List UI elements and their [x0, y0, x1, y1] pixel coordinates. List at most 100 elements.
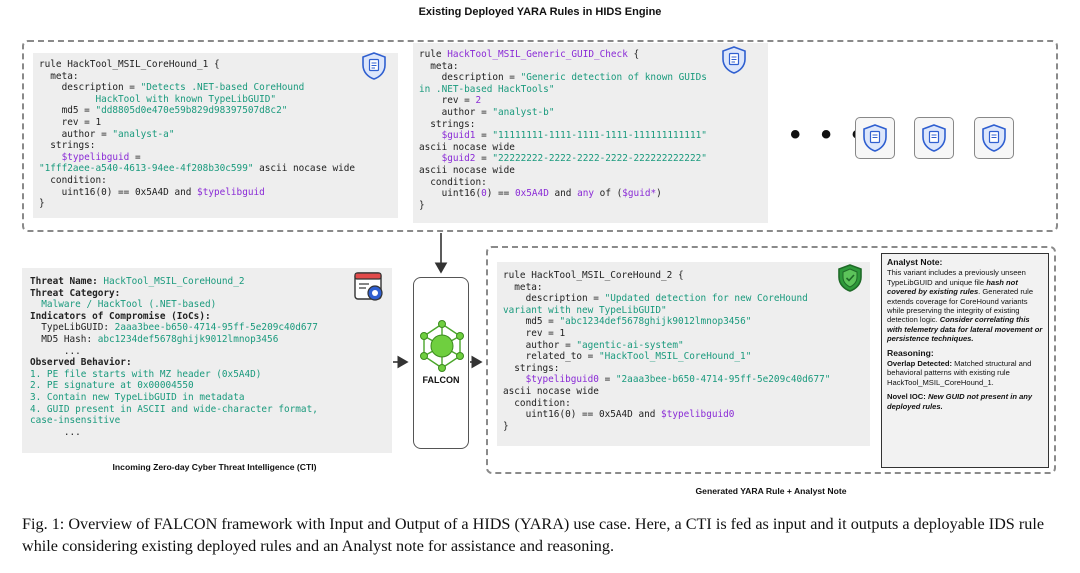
code-token: "1fff2aee-a540-4613-94ee-4f208b30c599" [39, 163, 254, 175]
code-line: $typelibguid0 = "2aaa3bee-b650-4714-95ff… [503, 374, 864, 386]
code-line: condition: [419, 177, 762, 189]
reasoning-overlap: Overlap Detected: Matched structural and… [887, 359, 1032, 387]
code-token: abc1234def5678ghijk9012lmnop3456 [97, 333, 279, 345]
code-token: $guid1 [419, 130, 476, 142]
code-line: 3. Contain new TypeLibGUID in metadata [30, 392, 384, 404]
code-line: rule HackTool_MSIL_Generic_GUID_Check { [419, 49, 762, 61]
code-line: meta: [39, 71, 392, 83]
code-line: md5 = "dd8805d0e470e59b829d98397507d8c2" [39, 105, 392, 117]
code-token: Malware / HackTool (.NET-based) [30, 299, 217, 311]
code-line: rev = 2 [419, 95, 762, 107]
code-line: $guid2 = "22222222-2222-2222-2222-222222… [419, 153, 762, 165]
code-token: = [475, 153, 493, 165]
code-token: uint16(0) == 0x5A4D and [39, 186, 198, 198]
reasoning-novel-ioc: Novel IOC: New GUID not present in any d… [887, 392, 1033, 411]
code-token: = [475, 130, 493, 142]
code-token: md5 = [39, 105, 96, 117]
code-token: variant with new TypeLibGUID" [503, 304, 667, 316]
code-line: ascii nocase wide [419, 165, 762, 177]
code-token: "11111111-1111-1111-1111-111111111111" [492, 130, 707, 142]
code-token: "agentic-ai-system" [576, 339, 684, 351]
code-token: = [129, 151, 141, 163]
verified-shield-icon [837, 264, 863, 297]
code-token: Observed Behavior: [30, 357, 132, 369]
code-line: variant with new TypeLibGUID" [503, 305, 864, 317]
code-token: description = [503, 293, 605, 305]
code-token: author = [419, 106, 493, 118]
code-line: HackTool with known TypeLibGUID" [39, 94, 392, 106]
code-token: ascii nocase wide [419, 141, 515, 153]
existing-rule-2: rule HackTool_MSIL_Generic_GUID_Check { … [413, 43, 768, 223]
code-line: 4. GUID present in ASCII and wide-charac… [30, 404, 384, 416]
code-token: 2aaa3bee-b650-4714-95ff-5e209c40d677 [114, 322, 318, 334]
code-line: strings: [39, 140, 392, 152]
code-token: ) [656, 188, 662, 200]
code-token: "2aaa3bee-b650-4714-95ff-5e209c40d677" [615, 374, 831, 386]
ellipsis-dots: • • • [790, 118, 869, 151]
code-line: } [419, 200, 762, 212]
analyst-note-body: This variant includes a previously unsee… [887, 268, 1043, 344]
threat-report-icon [353, 270, 387, 309]
existing-rules-title: Existing Deployed YARA Rules in HIDS Eng… [418, 6, 662, 18]
code-token: "abc1234def5678ghijk9012lmnop3456" [559, 316, 752, 328]
code-token: HackTool_MSIL_Generic_GUID_Check [447, 49, 628, 60]
code-token: condition: [39, 174, 107, 186]
code-token: ascii nocase wide [253, 163, 356, 175]
code-token: rev = [419, 95, 476, 107]
falcon-engine [413, 277, 469, 449]
code-line: rev = 1 [39, 117, 392, 129]
code-token: uint16( [419, 188, 482, 200]
code-line: Malware / HackTool (.NET-based) [30, 299, 384, 311]
document-shield-icon [863, 124, 887, 152]
code-line: md5 = "abc1234def5678ghijk9012lmnop3456" [503, 316, 864, 328]
code-token: and [548, 188, 578, 200]
code-token: } [39, 198, 45, 210]
cti-caption: Incoming Zero-day Cyber Threat Intellige… [112, 462, 317, 472]
code-token: rev = 1 [503, 327, 566, 339]
reasoning-title: Reasoning: [887, 347, 934, 358]
code-token: ... [30, 426, 81, 438]
code-token: ascii nocase wide [419, 164, 515, 176]
code-token: ascii nocase wide [503, 385, 599, 397]
code-token: "22222222-2222-2222-2222-222222222222" [492, 153, 707, 165]
code-token: $typelibguid [39, 151, 130, 163]
code-line: strings: [503, 363, 864, 375]
figure-caption: Fig. 1: Overview of FALCON framework wit… [22, 515, 1044, 555]
code-line: ascii nocase wide [419, 142, 762, 154]
code-token: ... [30, 345, 81, 357]
code-line: } [503, 421, 864, 433]
code-token: 0x5A4D [514, 188, 549, 200]
code-token: related_to = [503, 351, 599, 363]
code-token: description = [419, 72, 521, 84]
code-token: $guid* [622, 188, 657, 200]
code-line: description = "Generic detection of know… [419, 72, 762, 84]
code-token: { [627, 49, 640, 60]
code-token: 0 [481, 188, 487, 200]
code-token: "Generic detection of known GUIDs [520, 72, 707, 84]
code-token: $typelibguid [197, 186, 265, 198]
code-line: in .NET-based HackTools" [419, 84, 762, 96]
code-token: Threat Name: [30, 276, 104, 287]
code-token: 2. PE signature at 0x00004550 [30, 380, 194, 392]
code-line: condition: [503, 398, 864, 410]
code-token: HackTool_MSIL_CoreHound_2 [103, 276, 245, 287]
code-token: rev = 1 [39, 116, 102, 128]
code-token: in .NET-based HackTools" [419, 83, 555, 95]
code-token: rule [419, 49, 448, 60]
code-line: author = "analyst-b" [419, 107, 762, 119]
code-token: 3. Contain new TypeLibGUID in metadata [30, 391, 245, 403]
document-shield-icon [721, 46, 747, 79]
code-line: rule HackTool_MSIL_CoreHound_2 { [503, 270, 864, 282]
code-line: description = "Detects .NET-based CoreHo… [39, 82, 392, 94]
code-line: } [39, 198, 392, 210]
code-token: any [577, 188, 595, 200]
code-token: "analyst-a" [112, 128, 175, 140]
document-shield-icon [361, 52, 387, 85]
code-token: of ( [594, 188, 623, 200]
code-token: author = [39, 128, 113, 140]
code-token: "Detects .NET-based CoreHound [140, 82, 305, 94]
document-shield-icon [922, 124, 946, 152]
code-token: "Updated detection for new CoreHound [604, 293, 808, 305]
code-line: $typelibguid = [39, 152, 392, 164]
